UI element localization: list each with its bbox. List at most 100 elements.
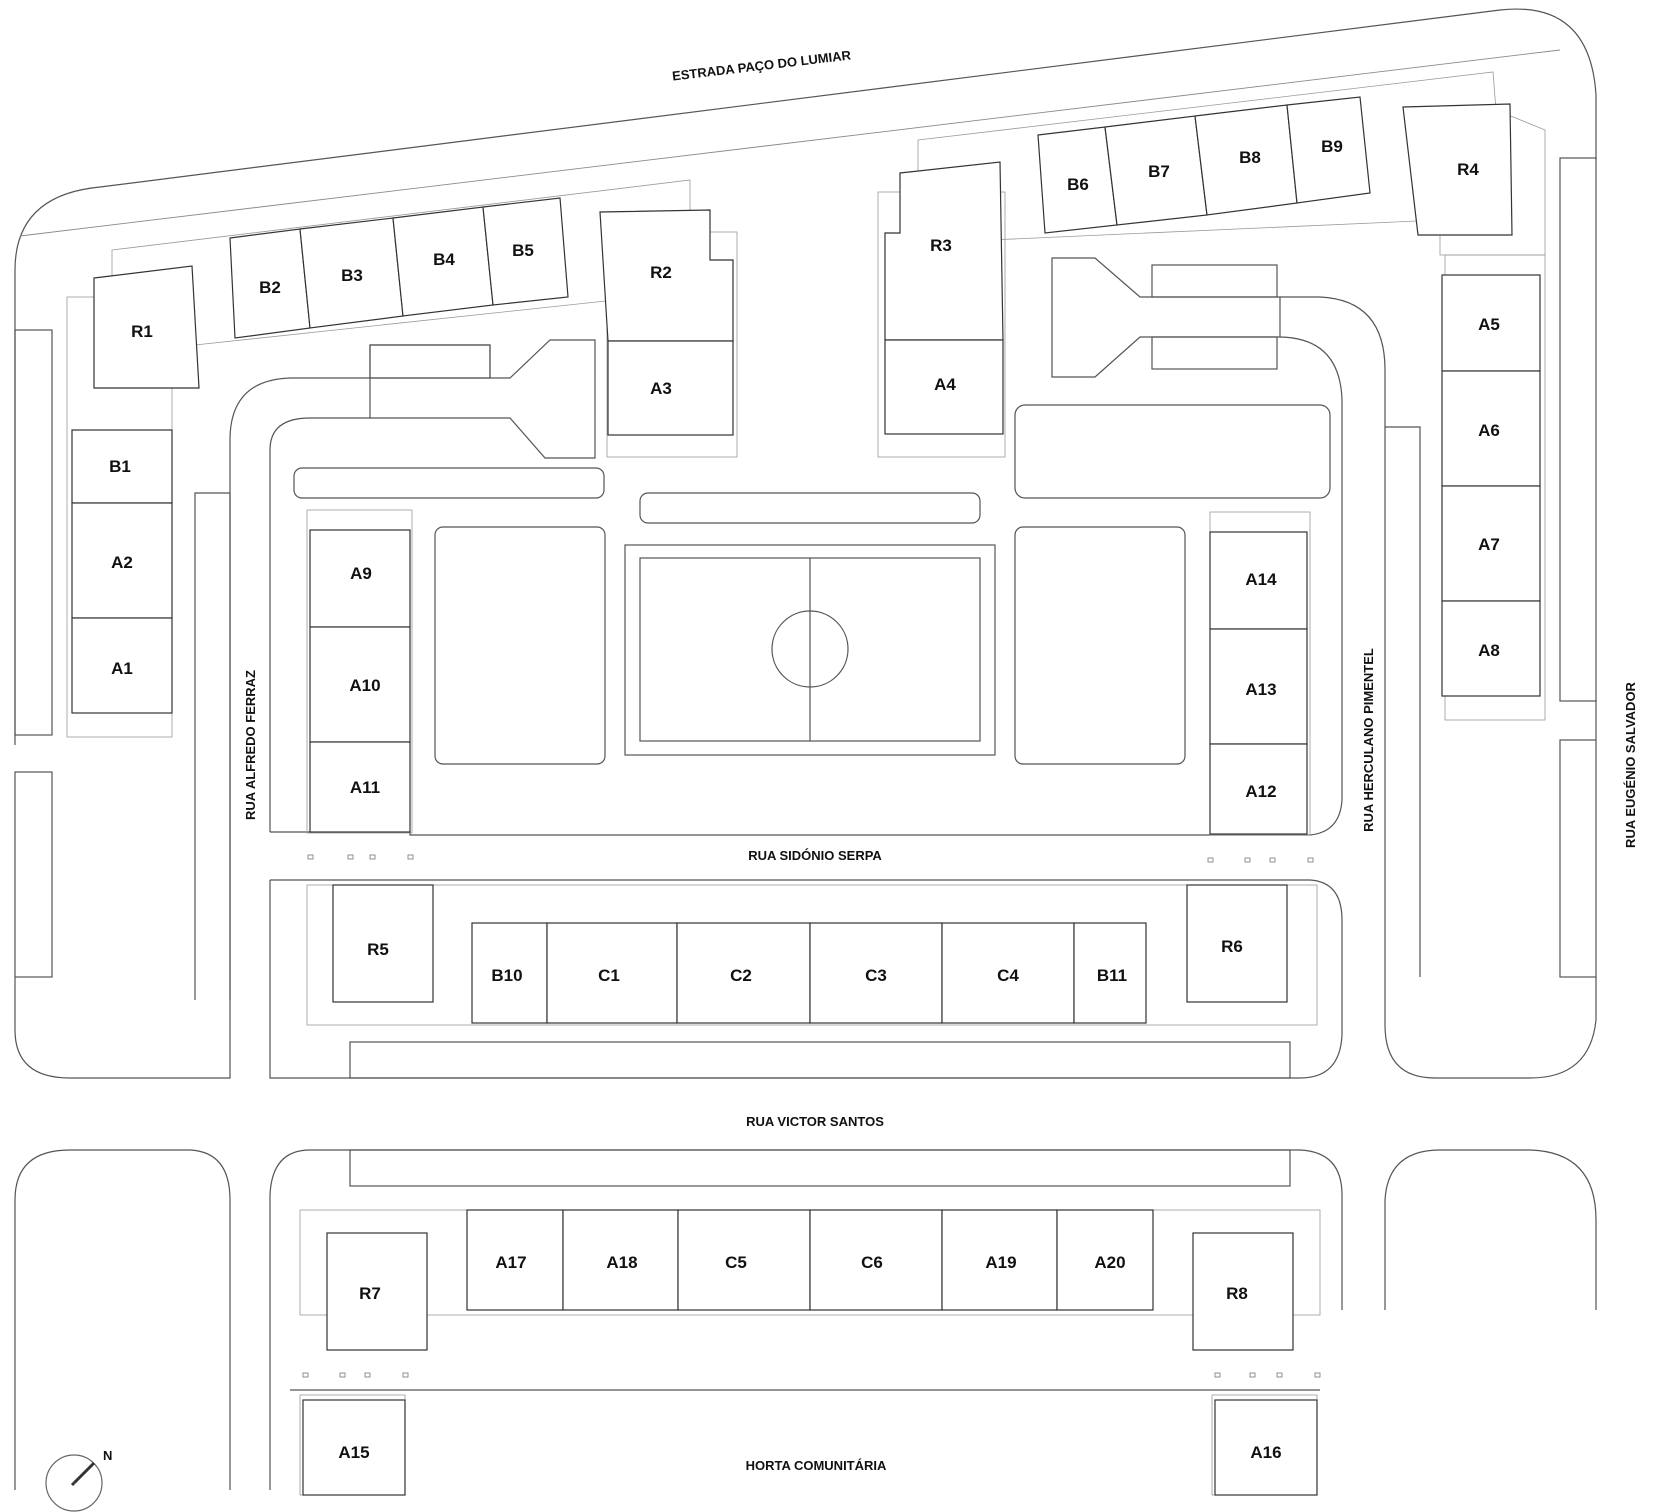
bollard [364,1372,371,1378]
label-C4: C4 [997,966,1019,985]
lot-C4 [941,922,1075,1024]
right-block-bottom [1384,426,1597,1079]
lot-A3 [607,340,734,436]
bench-strip-right [1014,404,1331,499]
label-R2: R2 [650,263,672,282]
lot-A12 [1209,743,1308,835]
lot-A19 [941,1209,1058,1311]
label-A16: A16 [1250,1443,1281,1462]
lot-A17 [466,1209,564,1311]
ramp-left [369,339,596,459]
label-B6: B6 [1067,175,1089,194]
left-strip-1 [14,329,53,736]
lot-B9 [1286,96,1371,204]
lot-R1 [93,265,200,389]
lot-A15 [302,1399,406,1496]
label-A6: A6 [1478,421,1500,440]
lot-A9 [309,529,411,628]
lot-A1 [71,617,173,714]
right-strip-2 [1559,739,1597,978]
lot-B11 [1073,922,1147,1024]
label-B8: B8 [1239,148,1261,167]
label-A18: A18 [606,1253,637,1272]
lot-R6 [1186,884,1288,1003]
inner-road-right [1280,296,1386,427]
south-block-2 [269,1149,1343,1490]
lot-A8 [1441,600,1541,697]
label-C1: C1 [598,966,620,985]
label-C3: C3 [865,966,887,985]
lot-B10 [471,922,548,1024]
green-right [1014,526,1186,765]
label-A20: A20 [1094,1253,1125,1272]
central-block-bottom [270,831,1310,836]
lot-C5 [677,1209,811,1311]
label-A3: A3 [650,379,672,398]
lot-A7 [1441,485,1541,602]
right-strip-1 [1559,157,1597,702]
lot-C3 [809,922,943,1024]
label-R7: R7 [359,1284,381,1303]
label-A5: A5 [1478,315,1500,334]
street-left: RUA ALFREDO FERRAZ [243,670,258,820]
bollard [369,854,376,860]
bollard [407,854,414,860]
compass-label: N [103,1448,112,1463]
label-A4: A4 [934,375,956,394]
label-A11: A11 [350,778,380,797]
road-edge-top-inner [19,49,1561,237]
bench-strip-left [293,467,605,499]
bollard [1207,857,1214,863]
ramp-left-top [369,344,491,379]
lot-A13 [1209,628,1308,745]
lot-R7 [326,1232,428,1351]
buildings [71,96,1541,1496]
road-edge-top-outer [14,8,1597,745]
bollard [339,1372,346,1378]
label-R6: R6 [1221,937,1243,956]
lot-labels: R1 B2 B3 B4 B5 R2 A3 R3 A4 B6 B7 B8 B9 R… [109,137,1500,1462]
label-B9: B9 [1321,137,1343,156]
lot-C2 [676,922,811,1024]
lot-R5 [332,884,434,1003]
label-B10: B10 [491,966,522,985]
label-A17: A17 [495,1253,526,1272]
left-strip-2 [14,771,53,978]
inner-road-right-2 [1279,336,1343,836]
ramp-right-bottom [1151,336,1278,370]
lot-B1 [71,429,173,504]
lot-A10 [309,626,411,743]
lot-A16 [1214,1399,1318,1496]
label-A13: A13 [1245,680,1276,699]
street-top: ESTRADA PAÇO DO LUMIAR [671,47,852,83]
label-A14: A14 [1245,570,1277,589]
compass-needle-icon [72,1461,96,1485]
bollard [302,1372,309,1378]
lot-A4 [884,339,1004,435]
label-R3: R3 [930,236,952,255]
lot-R8 [1192,1232,1294,1351]
street-bottom: RUA VICTOR SANTOS [746,1114,884,1129]
label-A8: A8 [1478,641,1500,660]
plot-south-row1 [306,884,1318,1026]
lot-A2 [71,502,173,619]
green-left [434,526,606,765]
label-B5: B5 [512,241,534,260]
sports-field-center-circle [771,610,849,688]
sports-field-outer [624,544,996,756]
label-C6: C6 [861,1253,883,1272]
south-strip-1 [349,1041,1291,1079]
bollard [1276,1372,1283,1378]
lot-R4 [1402,103,1513,236]
south-strip-2 [349,1149,1291,1187]
street-right-outer: RUA EUGÉNIO SALVADOR [1623,681,1638,847]
lot-C1 [546,922,678,1024]
lot-A11 [309,741,411,833]
lot-A18 [562,1209,679,1311]
bench-strip-center [639,492,981,524]
lot-A5 [1441,274,1541,372]
lot-A20 [1056,1209,1154,1311]
label-B1: B1 [109,457,131,476]
label-R5: R5 [367,940,389,959]
